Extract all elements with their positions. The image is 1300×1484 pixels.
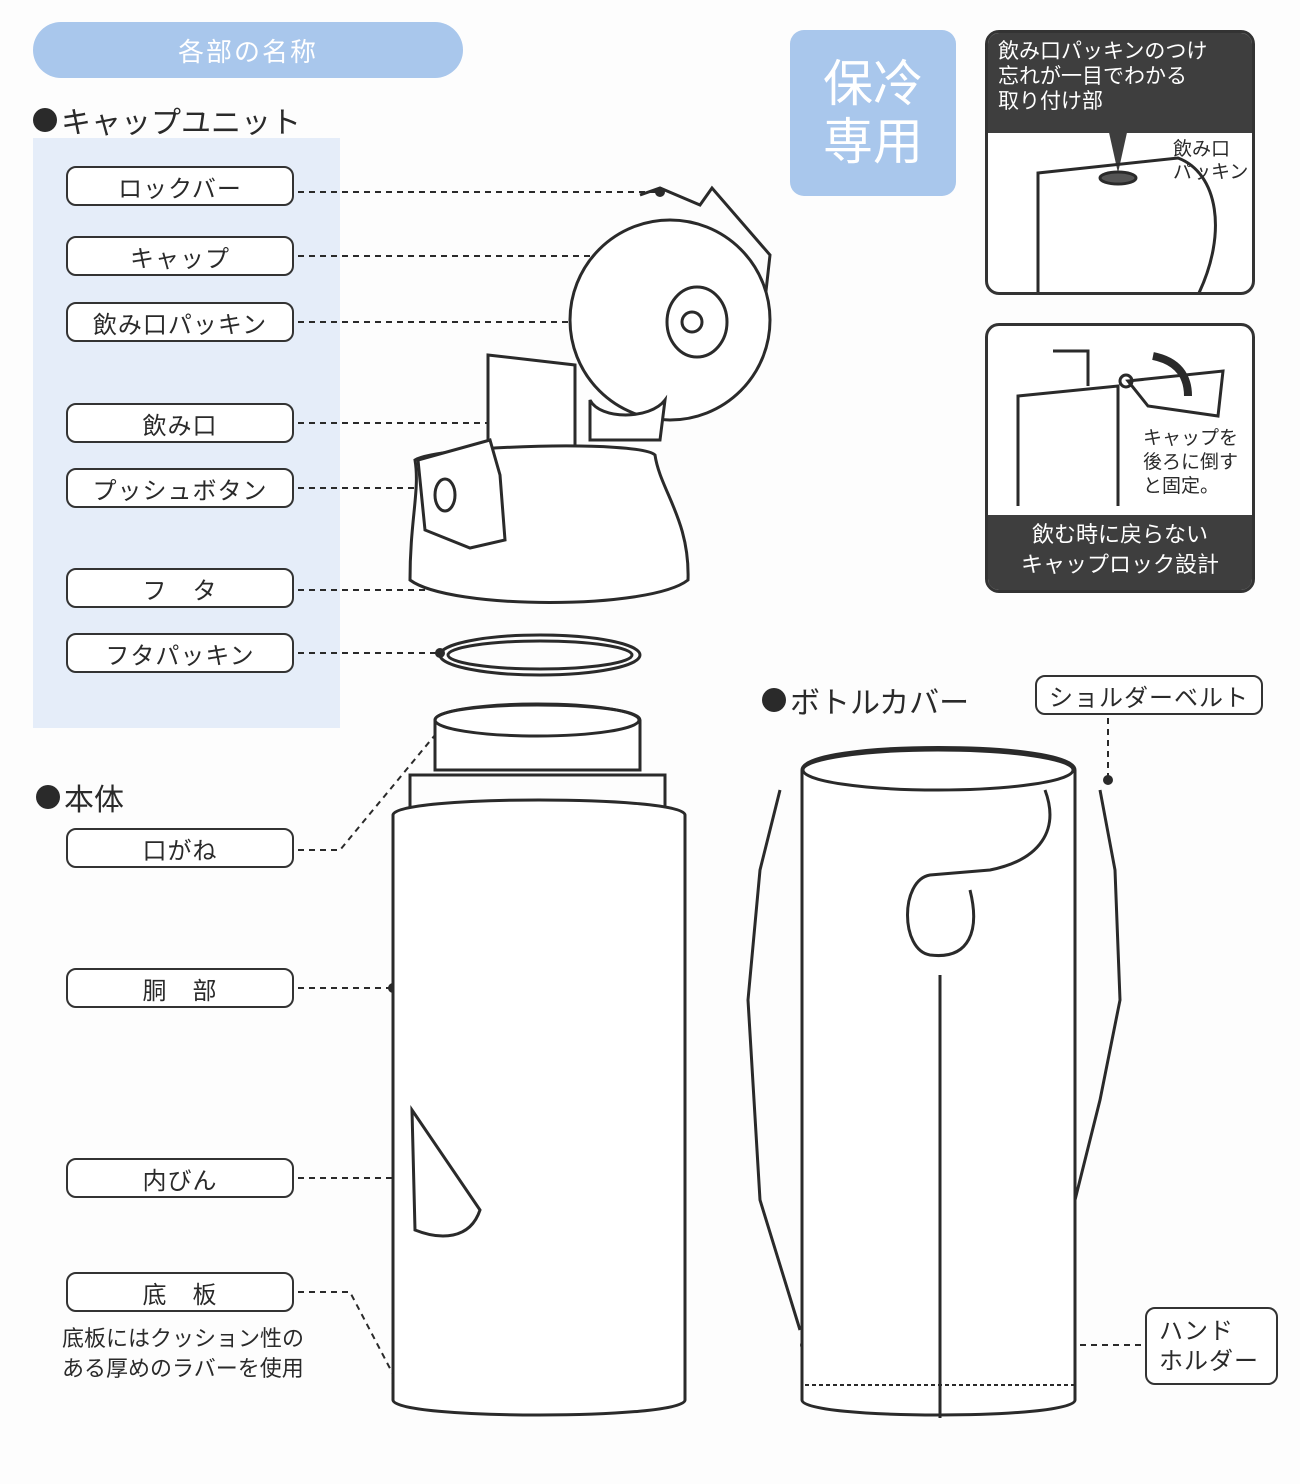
- packing-caption: 飲み口パッキンのつけ 忘れが一目でわかる 取り付け部: [988, 33, 1252, 133]
- label-shoulder-belt: ショルダーベルト: [1035, 675, 1263, 715]
- label-hand-holder: ハンド ホルダー: [1145, 1307, 1278, 1385]
- body-title: 本体: [64, 783, 124, 818]
- label-mouthpiece: 飲み口: [66, 403, 294, 443]
- label-bottom-plate: 底 板: [66, 1272, 294, 1312]
- cover-title: ボトルカバー: [790, 686, 970, 721]
- cap-closeup-icon: [1036, 128, 1217, 292]
- packing-feature-card: 飲み口パッキンのつけ 忘れが一目でわかる 取り付け部 飲み口 パッキン: [985, 30, 1255, 295]
- label-lock-bar: ロックバー: [66, 166, 294, 206]
- bottle-cover-drawing: [746, 746, 1122, 1418]
- bullet-icon: [36, 785, 60, 809]
- bottom-plate-note: 底板にはクッション性の ある厚めのラバーを使用: [62, 1327, 305, 1382]
- cap-drawing: [408, 185, 772, 677]
- label-inner-bottle: 内びん: [66, 1158, 294, 1198]
- cap-unit-title: キャップユニット: [61, 106, 301, 141]
- bullet-icon: [33, 108, 57, 132]
- body-heading: 本体: [36, 775, 124, 819]
- cap-lock-caption: 飲む時に戻らない キャップロック設計: [988, 515, 1252, 590]
- cold-only-badge: 保冷 専用: [790, 30, 956, 196]
- cap-lock-note: キャップを 後ろに倒す と固定。: [1143, 427, 1239, 497]
- cold-only-text: 保冷 専用: [823, 55, 923, 171]
- label-lid-packing: フタパッキン: [66, 633, 294, 673]
- cap-unit-heading: キャップユニット: [33, 98, 301, 142]
- bullet-icon: [762, 688, 786, 712]
- label-mouth-packing: 飲み口パッキン: [66, 302, 294, 342]
- label-push-button: プッシュボタン: [66, 468, 294, 508]
- cap-lock-feature-card: キャップを 後ろに倒す と固定。 飲む時に戻らない キャップロック設計: [985, 323, 1255, 593]
- section-header: 各部の名称: [33, 22, 463, 78]
- label-lid: フ タ: [66, 568, 294, 608]
- label-mouth-ring: 口がね: [66, 828, 294, 868]
- cap-lock-icon: [1016, 349, 1225, 506]
- label-body: 胴 部: [66, 968, 294, 1008]
- cover-heading: ボトルカバー: [762, 678, 969, 722]
- bottle-body-drawing: [391, 702, 687, 1417]
- label-cap: キャップ: [66, 236, 294, 276]
